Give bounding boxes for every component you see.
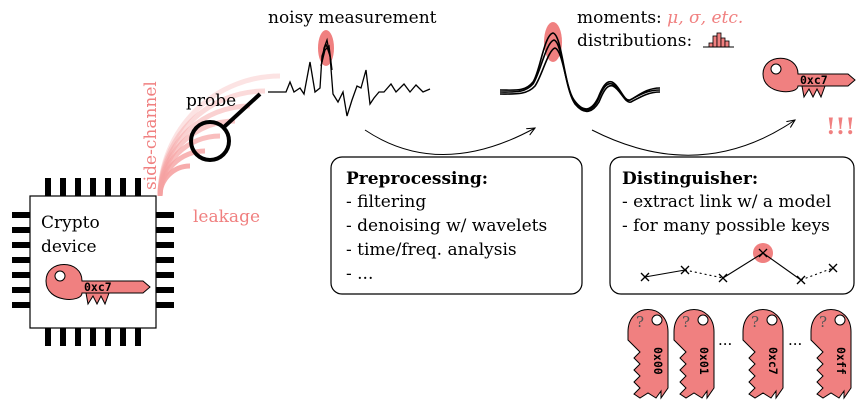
probe-icon bbox=[189, 92, 262, 162]
distributions-label: distributions: bbox=[577, 31, 692, 51]
chip-pins-right bbox=[156, 212, 174, 308]
candidate-keys: ? 0x00 ? 0x01 ... ? 0xc7 ... ? 0xff bbox=[627, 309, 852, 400]
candidate-key-unknown: ? bbox=[819, 313, 827, 331]
candidate-key: ? 0x00 bbox=[627, 309, 669, 400]
candidate-key-label: 0xc7 bbox=[766, 347, 780, 375]
candidate-key-label: 0x01 bbox=[697, 347, 711, 375]
moments-vars: μ, σ, etc. bbox=[667, 8, 743, 28]
candidate-key: ? 0x01 bbox=[673, 309, 715, 400]
preprocessing-item: - time/freq. analysis bbox=[346, 240, 517, 260]
moments-label: moments: μ, σ, etc. bbox=[577, 8, 743, 28]
crypto-device-chip: Crypto device 0xc7 bbox=[12, 178, 174, 346]
histogram-icon bbox=[703, 32, 734, 48]
preprocessing-item: - ... bbox=[346, 264, 373, 284]
leakage-waves bbox=[157, 73, 281, 197]
ellipsis-right: ... bbox=[788, 331, 802, 349]
chip-pins-top bbox=[45, 178, 141, 196]
arrow-to-averaged bbox=[364, 128, 535, 155]
candidate-key-label: 0xff bbox=[834, 347, 848, 375]
device-key-icon: 0xc7 bbox=[45, 264, 151, 306]
probe-label: probe bbox=[186, 91, 236, 111]
device-label-line2: device bbox=[41, 237, 97, 257]
candidate-key: ? 0xff bbox=[810, 309, 852, 400]
candidate-key-label: 0x00 bbox=[651, 347, 665, 375]
noisy-trace bbox=[268, 37, 431, 117]
chip-body bbox=[29, 195, 157, 329]
device-label-line1: Crypto bbox=[41, 213, 100, 233]
chip-pins-bottom bbox=[45, 328, 141, 346]
chip-pins-left bbox=[12, 212, 30, 308]
device-key-label: 0xc7 bbox=[84, 280, 112, 294]
noisy-measurement-label: noisy measurement bbox=[268, 8, 437, 28]
averaged-peak-highlight bbox=[544, 22, 562, 62]
preprocessing-box: Preprocessing: - filtering - denoising w… bbox=[330, 156, 583, 295]
leakage-label: leakage bbox=[193, 207, 260, 227]
candidate-key-unknown: ? bbox=[636, 313, 644, 331]
distinguisher-title: Distinguisher: bbox=[622, 169, 758, 189]
recovered-key-label: 0xc7 bbox=[800, 73, 828, 87]
ellipsis-left: ... bbox=[718, 331, 732, 349]
averaged-traces bbox=[499, 32, 661, 113]
distinguisher-box: Distinguisher: - extract link w/ a model… bbox=[609, 156, 855, 295]
recovered-key-icon: 0xc7 bbox=[762, 57, 856, 99]
candidate-key-unknown: ? bbox=[751, 313, 759, 331]
moments-prefix: moments: bbox=[577, 8, 667, 28]
candidate-key-unknown: ? bbox=[682, 313, 690, 331]
side-channel-label: side-channel bbox=[141, 81, 161, 190]
candidate-key: ? 0xc7 bbox=[742, 309, 784, 400]
key-ranking-plot bbox=[640, 243, 838, 285]
preprocessing-item: - denoising w/ wavelets bbox=[346, 216, 547, 236]
arrow-to-recovered-key bbox=[591, 120, 795, 156]
success-exclamation: !!! bbox=[826, 114, 855, 140]
preprocessing-item: - filtering bbox=[346, 192, 426, 212]
preprocessing-title: Preprocessing: bbox=[346, 169, 488, 189]
distinguisher-item: - for many possible keys bbox=[622, 216, 830, 236]
noisy-peak-highlight bbox=[318, 30, 334, 66]
distinguisher-item: - extract link w/ a model bbox=[622, 192, 831, 212]
